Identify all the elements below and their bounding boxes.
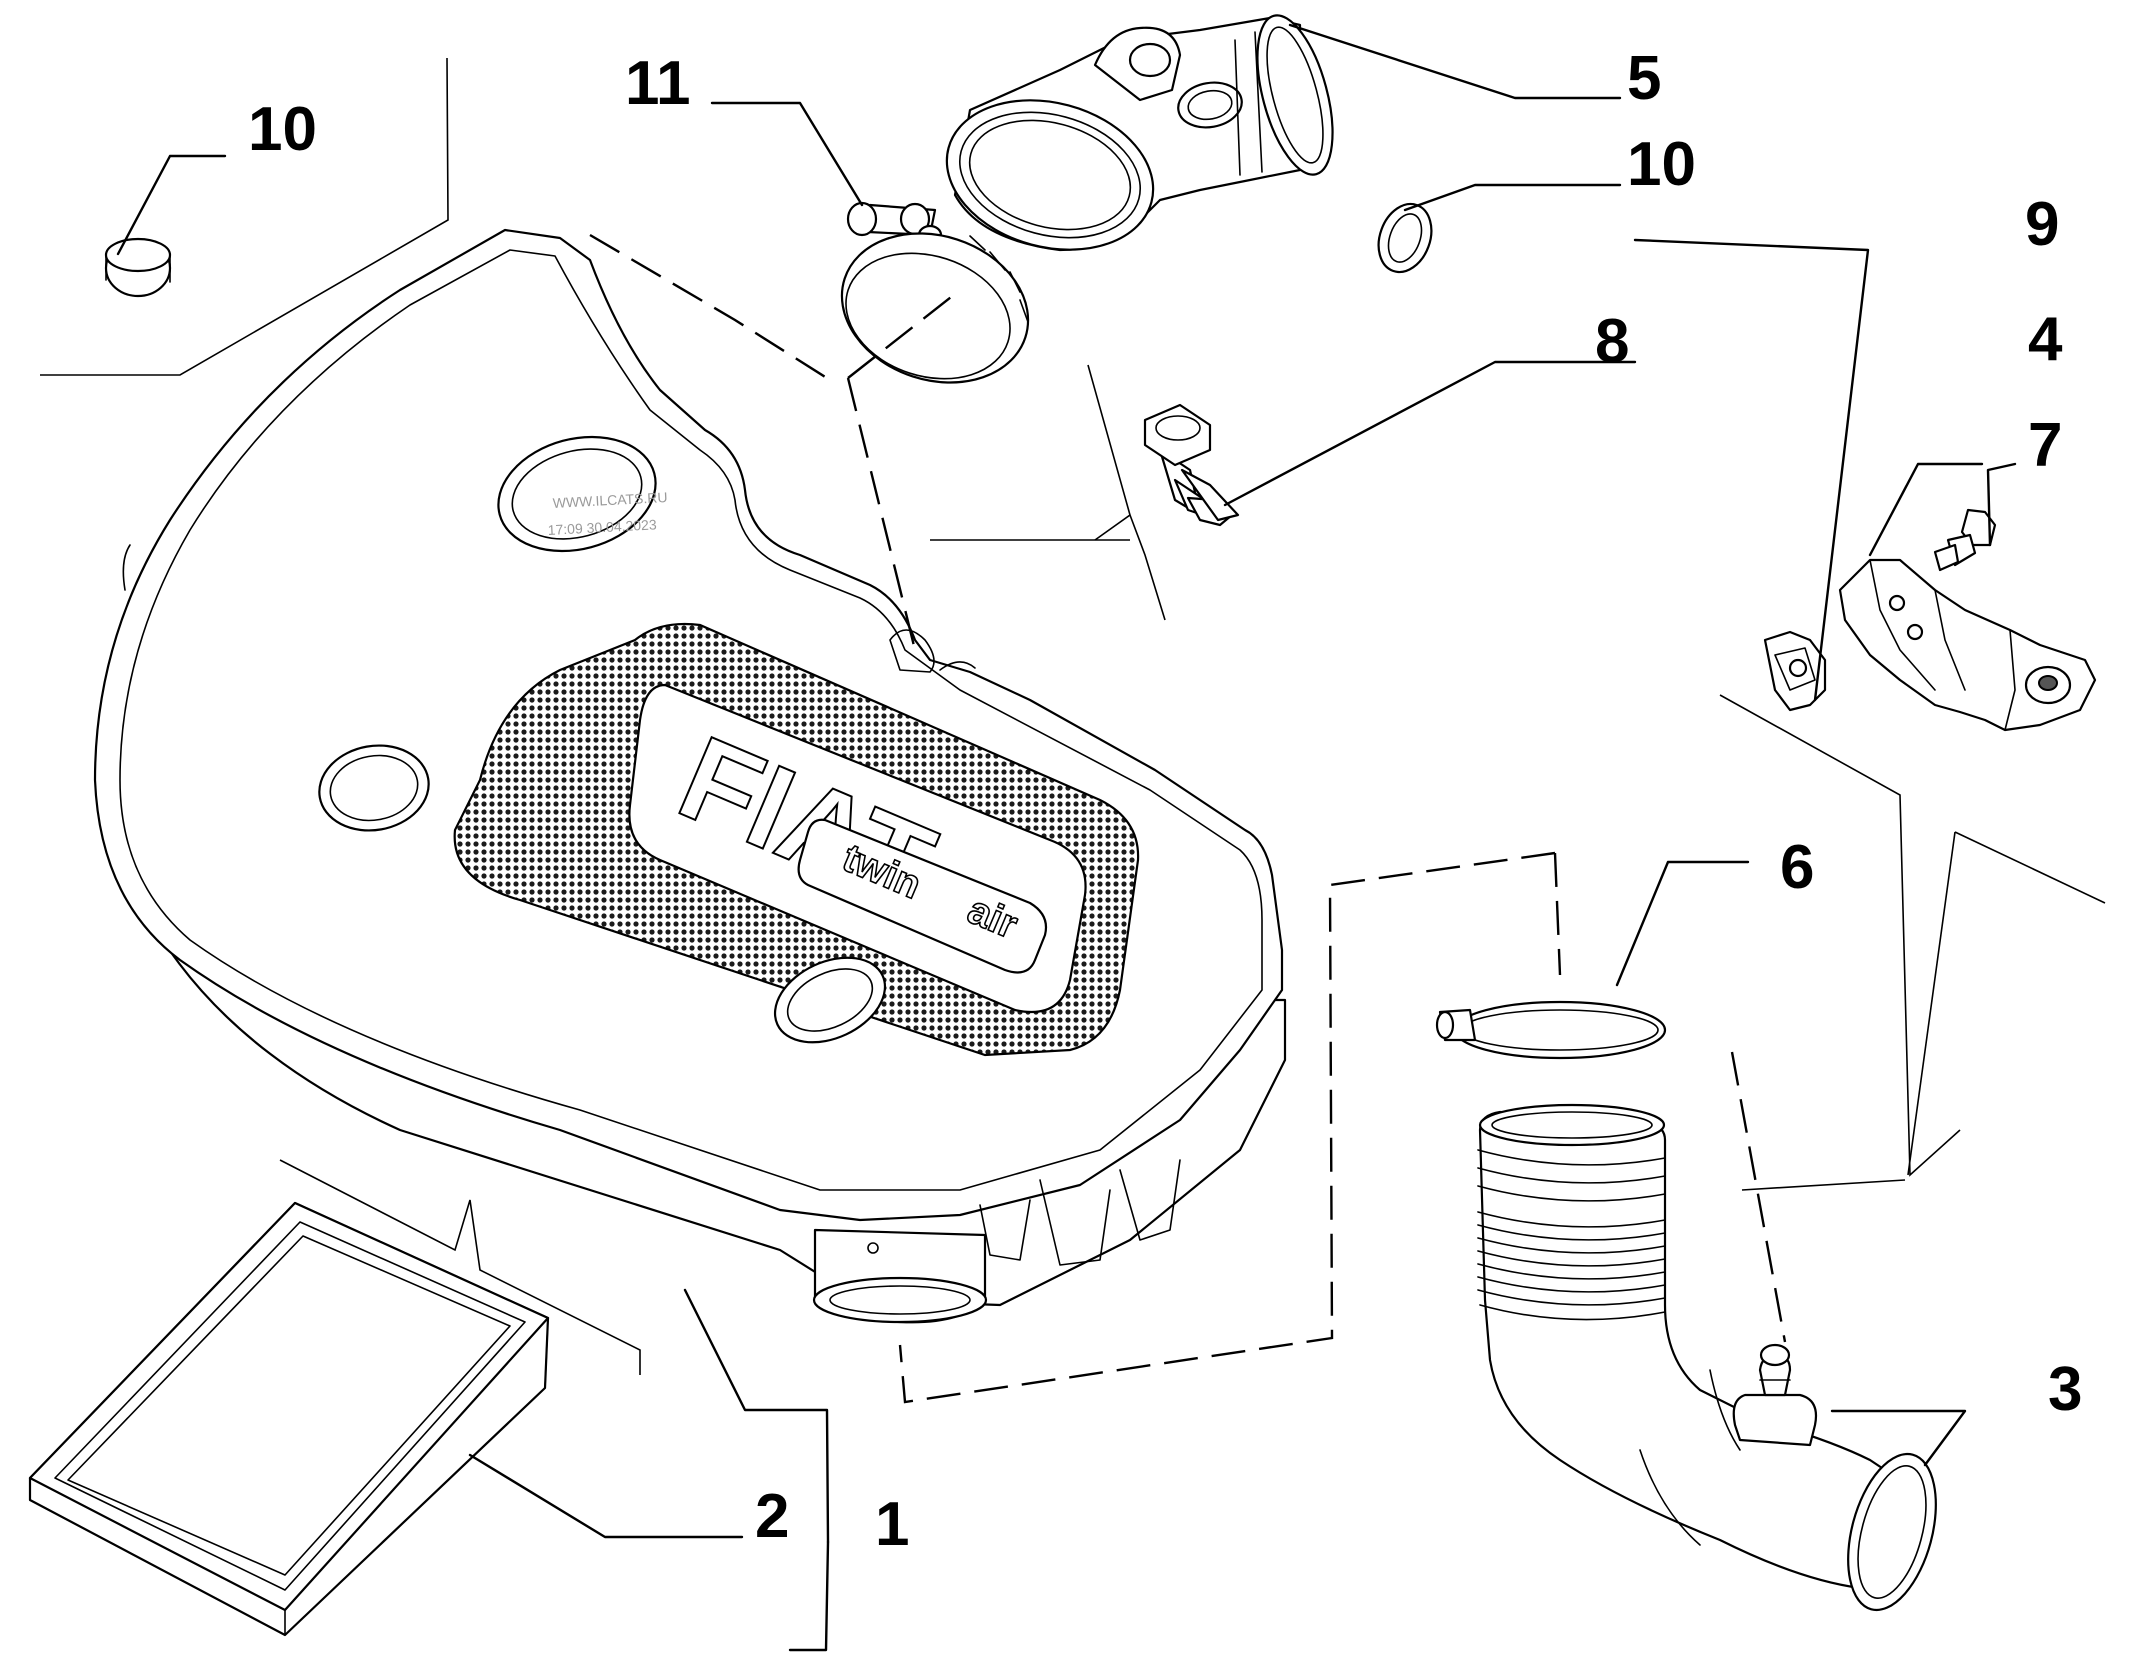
callout-7: 7 <box>2028 411 2062 480</box>
dashed-assembly-lines <box>589 233 1787 1404</box>
callout-8: 8 <box>1595 307 1629 376</box>
callout-11: 11 <box>625 49 691 118</box>
callout-labels: 10 11 5 10 9 8 4 7 6 3 2 1 <box>248 44 2082 1559</box>
callout-10-right: 10 <box>1627 130 1696 199</box>
callout-2: 2 <box>755 1482 789 1551</box>
bolt-7 <box>1933 508 1997 572</box>
leader-lines <box>116 23 2017 1652</box>
callout-10-left: 10 <box>248 95 317 164</box>
bracket-4 <box>1838 558 2097 732</box>
band-clamp-6 <box>1435 1000 1667 1060</box>
air-filter-element <box>28 1201 550 1637</box>
watermark-site: WWW.ILCATS.RU <box>552 489 668 511</box>
callout-4: 4 <box>2028 305 2063 374</box>
clip-nut-9 <box>1763 630 1827 712</box>
reference-lines <box>40 57 2106 1375</box>
bolt-8 <box>1143 403 1240 527</box>
callout-6: 6 <box>1780 833 1814 902</box>
air-filter-housing: FIAT twin air <box>93 228 1287 1324</box>
watermark-timestamp: 17:09 30.04.2023 <box>547 516 657 538</box>
clamp-10-left <box>104 237 172 298</box>
watermark: WWW.ILCATS.RU 17:09 30.04.2023 <box>547 489 668 538</box>
intake-duct-3 <box>1477 1103 1937 1612</box>
callout-1: 1 <box>875 1490 909 1559</box>
clamp-10-right <box>1377 202 1433 274</box>
intake-elbow-5 <box>945 14 1334 252</box>
callout-9: 9 <box>2025 190 2059 259</box>
callout-5: 5 <box>1627 44 1661 113</box>
callout-3: 3 <box>2048 1355 2082 1424</box>
